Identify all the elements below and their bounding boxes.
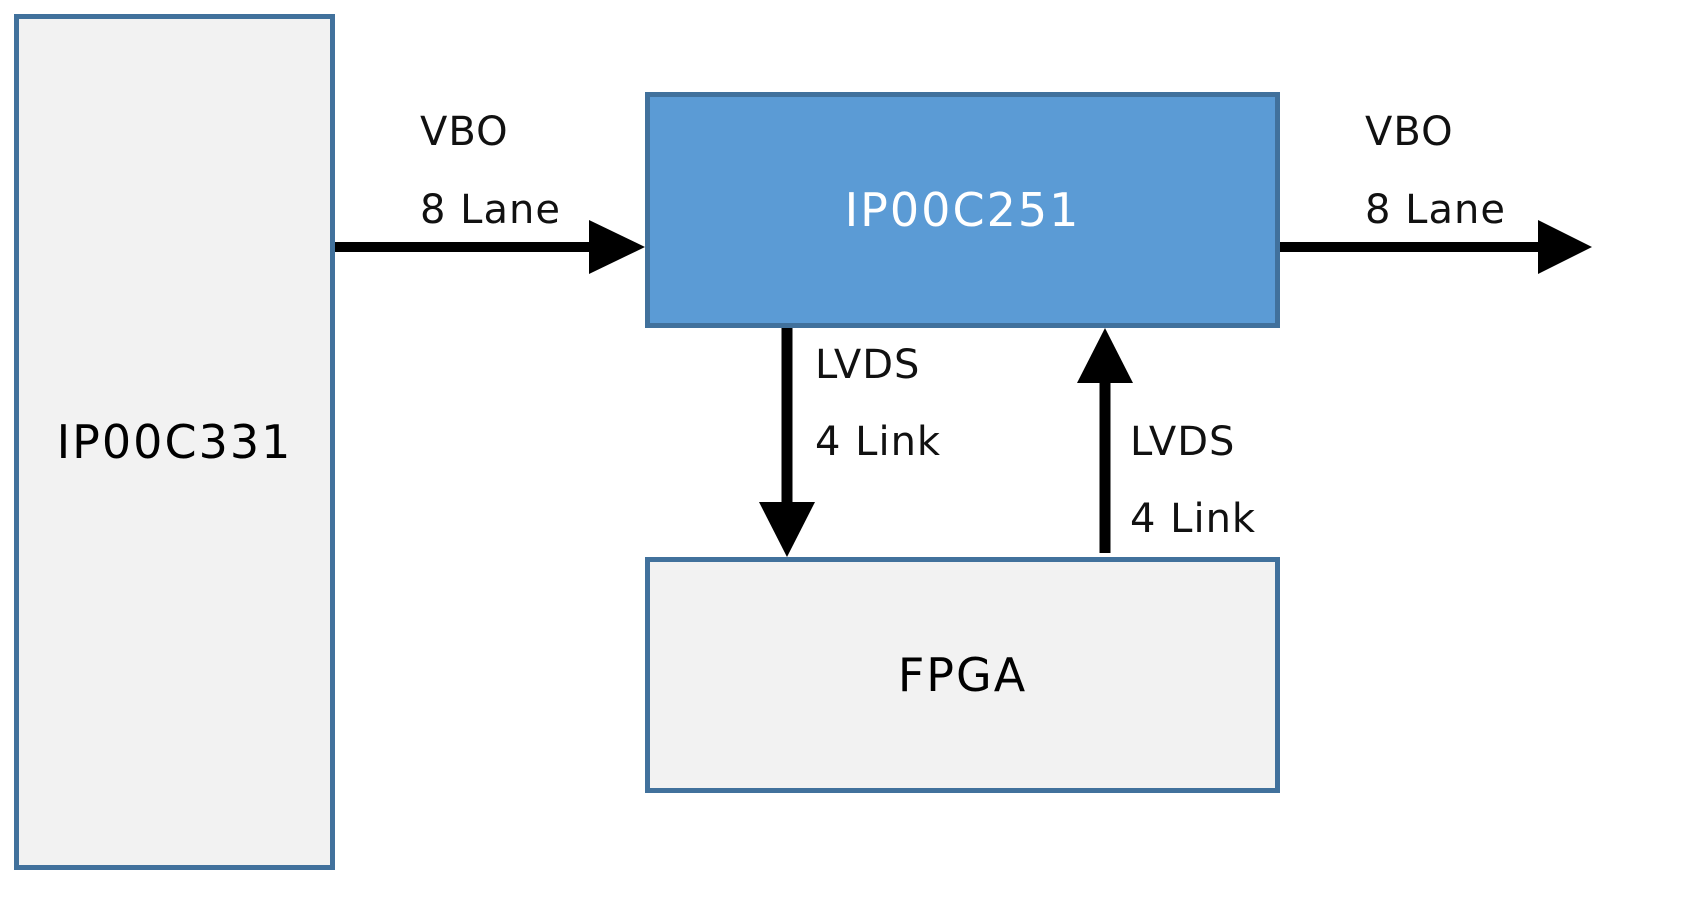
block-fpga: FPGA — [645, 557, 1280, 793]
arrow-vbo-in — [335, 220, 645, 274]
block-fpga-label: FPGA — [897, 648, 1028, 702]
label-lvds-down-protocol: LVDS — [815, 342, 921, 388]
label-vbo-in-protocol: VBO — [420, 109, 509, 155]
arrow-vbo-out — [1280, 220, 1592, 274]
label-lvds-up-protocol: LVDS — [1130, 419, 1236, 465]
arrow-lvds-up — [1077, 328, 1133, 553]
label-lvds-down-links: 4 Link — [815, 419, 942, 465]
block-ip00c331-label: IP00C331 — [56, 415, 293, 469]
arrow-lvds-down — [759, 328, 815, 557]
label-lvds-up-links: 4 Link — [1130, 496, 1257, 542]
label-vbo-out-protocol: VBO — [1365, 109, 1454, 155]
block-ip00c251: IP00C251 — [645, 92, 1280, 328]
label-vbo-out-lanes: 8 Lane — [1365, 187, 1506, 233]
block-ip00c251-label: IP00C251 — [844, 183, 1081, 237]
label-vbo-in-lanes: 8 Lane — [420, 187, 561, 233]
block-ip00c331: IP00C331 — [14, 14, 335, 870]
